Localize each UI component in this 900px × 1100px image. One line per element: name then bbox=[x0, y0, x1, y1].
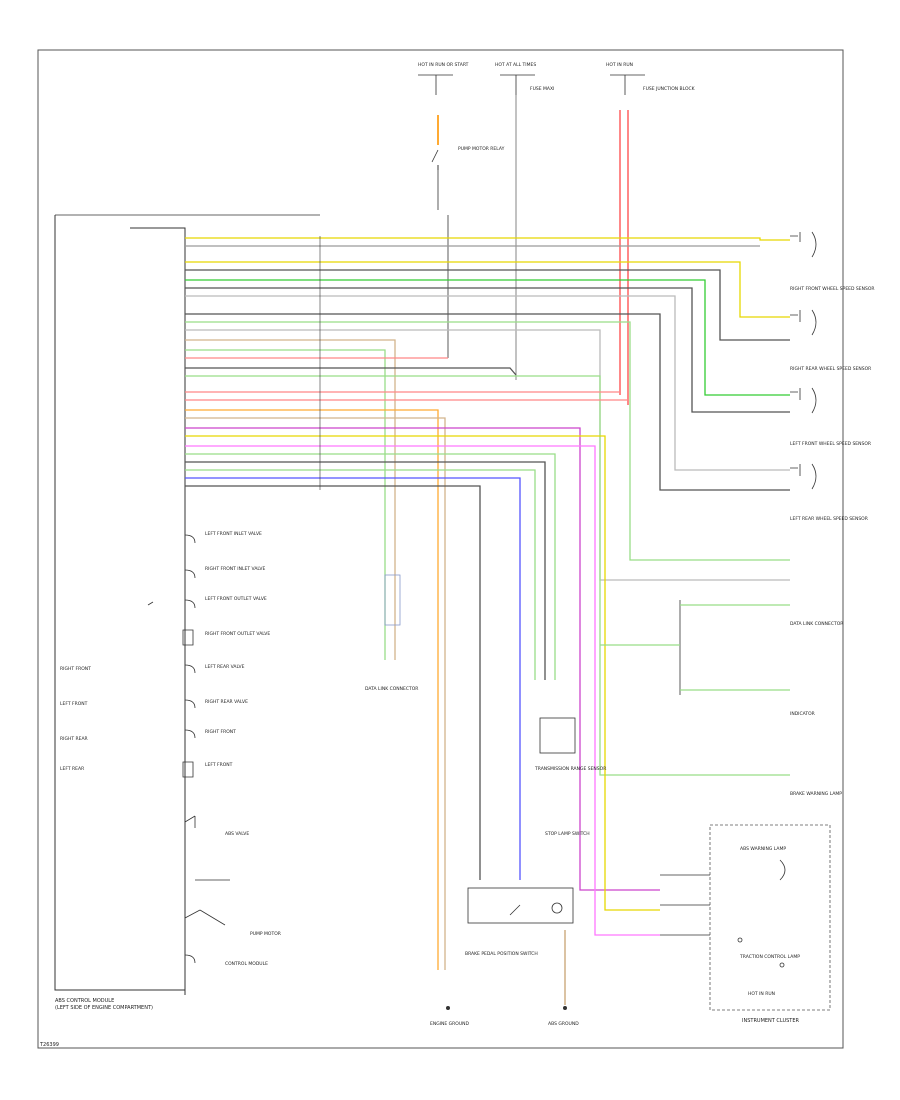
valve-lf-outlet-label: LEFT FRONT OUTLET VALVE bbox=[205, 596, 267, 602]
diag-connector-label: DATA LINK CONNECTOR bbox=[365, 686, 418, 692]
wire-26 bbox=[185, 477, 521, 880]
hot-run-start-label: HOT IN RUN OR START bbox=[418, 62, 469, 68]
wire-14 bbox=[185, 367, 517, 376]
wire-27 bbox=[185, 485, 481, 880]
stop-lamp-bulb bbox=[551, 902, 563, 914]
hot-in-run-label: HOT IN RUN bbox=[606, 62, 633, 68]
ground-abs-symbol bbox=[563, 1006, 567, 1010]
fuse-junction-label: FUSE JUNCTION BLOCK bbox=[643, 86, 696, 92]
instrument-cluster-label: INSTRUMENT CLUSTER bbox=[742, 1018, 800, 1024]
transmission-range-box bbox=[539, 717, 576, 754]
wire-21 bbox=[185, 435, 660, 911]
pump-relay-label: PUMP MOTOR RELAY bbox=[458, 146, 505, 152]
ground-engine-symbol bbox=[446, 1006, 450, 1010]
wire-24 bbox=[185, 461, 546, 680]
rr-left-label: RIGHT REAR bbox=[60, 736, 88, 742]
wire-5 bbox=[185, 279, 790, 396]
wire-1 bbox=[185, 237, 790, 241]
stop-lamp-box bbox=[467, 887, 574, 924]
indicator-label: INDICATOR bbox=[790, 711, 815, 717]
wire-8 bbox=[185, 313, 790, 491]
module-sub: (LEFT SIDE OF ENGINE COMPARTMENT) bbox=[55, 1005, 153, 1011]
wire-11 bbox=[185, 339, 396, 660]
lf-sensor-label: LEFT FRONT WHEEL SPEED SENSOR bbox=[790, 441, 871, 447]
wire-12 bbox=[185, 349, 386, 660]
wire-15 bbox=[185, 375, 790, 776]
internal-valves bbox=[147, 534, 230, 964]
rf-sensor-label: RIGHT FRONT WHEEL SPEED SENSOR bbox=[790, 286, 875, 292]
right-connectors bbox=[600, 600, 790, 695]
cluster-internals bbox=[660, 859, 786, 968]
valve-lr-label: LEFT REAR VALVE bbox=[205, 664, 245, 670]
wire-3 bbox=[185, 261, 790, 318]
wire-9 bbox=[185, 321, 790, 561]
data-link-label: DATA LINK CONNECTOR bbox=[790, 621, 843, 627]
stop-lamp-switch bbox=[509, 904, 521, 916]
brake-pedal-label: BRAKE PEDAL POSITION SWITCH bbox=[465, 951, 538, 957]
wire-19 bbox=[185, 417, 446, 970]
wire-18 bbox=[185, 409, 439, 970]
valve-rf-inlet-label: RIGHT FRONT INLET VALVE bbox=[205, 566, 265, 572]
valve-rr-label: RIGHT REAR VALVE bbox=[205, 699, 248, 705]
traction-label: TRACTION CONTROL LAMP bbox=[739, 954, 800, 960]
brake-warning-label: BRAKE WARNING LAMP bbox=[790, 791, 842, 797]
footer-code: T26399 bbox=[39, 1042, 59, 1048]
fuse-maxi-label: FUSE MAXI bbox=[530, 86, 554, 92]
transmission-label: TRANSMISSION RANGE SENSOR bbox=[534, 766, 606, 772]
fuse-labels: HOT IN RUN OR START HOT AT ALL TIMES HOT… bbox=[418, 62, 696, 152]
valve-lf-label: LEFT FRONT bbox=[205, 762, 233, 768]
rf-left-label: RIGHT FRONT bbox=[60, 666, 91, 672]
stop-lamp-label: STOP LAMP SWITCH bbox=[545, 831, 590, 837]
wire-harness bbox=[185, 237, 790, 970]
lr-left-label: LEFT REAR bbox=[60, 766, 84, 772]
ground-engine-label: ENGINE GROUND bbox=[430, 1021, 469, 1027]
lr-sensor-label: LEFT REAR WHEEL SPEED SENSOR bbox=[790, 516, 868, 522]
wire-7 bbox=[185, 295, 790, 471]
hot-run-cluster-label: HOT IN RUN bbox=[748, 991, 775, 997]
abs-valve-label: ABS VALVE bbox=[225, 831, 249, 837]
wire-20 bbox=[185, 427, 660, 891]
diagnostic-connector bbox=[384, 574, 401, 626]
abs-warning-label: ABS WARNING LAMP bbox=[740, 846, 786, 852]
wire-22 bbox=[185, 445, 660, 936]
valve-rf-outlet-label: RIGHT FRONT OUTLET VALVE bbox=[205, 631, 270, 637]
hot-all-times-label: HOT AT ALL TIMES bbox=[495, 62, 536, 68]
rr-sensor-label: RIGHT REAR WHEEL SPEED SENSOR bbox=[790, 366, 871, 372]
right-sensors bbox=[790, 231, 817, 490]
valve-lf-inlet-label: LEFT FRONT INLET VALVE bbox=[205, 531, 262, 537]
instrument-cluster-box bbox=[709, 824, 831, 1011]
pump-motor-label: PUMP MOTOR bbox=[250, 931, 281, 937]
wire-4 bbox=[185, 269, 790, 341]
diagram-frame bbox=[37, 49, 844, 1049]
module-name: ABS CONTROL MODULE bbox=[55, 998, 114, 1004]
ground-abs-label: ABS GROUND bbox=[548, 1021, 579, 1027]
valve-rf-label: RIGHT FRONT bbox=[205, 729, 236, 735]
wire-25 bbox=[185, 469, 536, 680]
abs-control-module bbox=[54, 214, 320, 995]
valve-labels: LEFT FRONT INLET VALVE RIGHT FRONT INLET… bbox=[60, 531, 281, 967]
lf-left-label: LEFT FRONT bbox=[60, 701, 88, 707]
control-module-label: CONTROL MODULE bbox=[225, 961, 268, 967]
wire-6 bbox=[185, 287, 790, 413]
wire-23 bbox=[185, 453, 556, 680]
